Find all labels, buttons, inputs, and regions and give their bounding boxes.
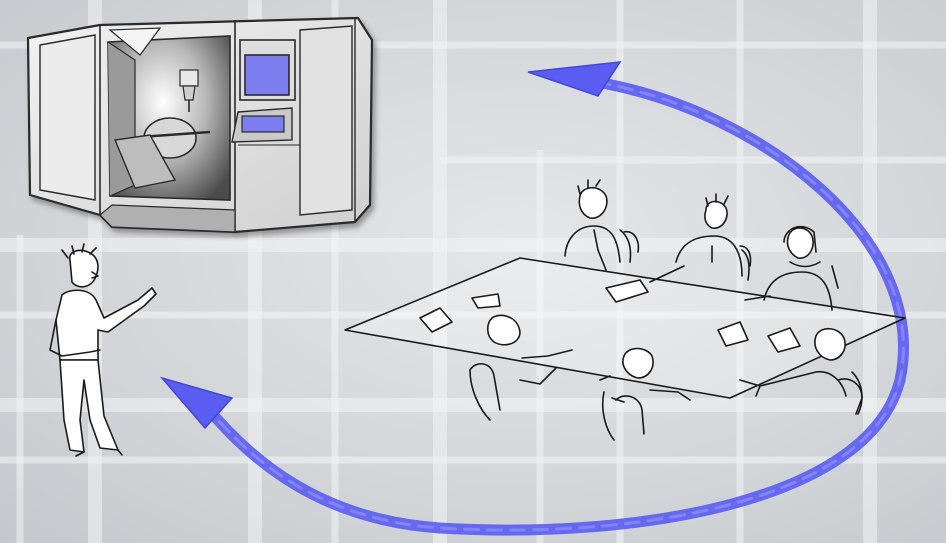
presenter-figure	[50, 244, 156, 456]
cnc-machine-icon	[28, 18, 372, 232]
machine-screen-icon	[245, 55, 289, 95]
arrow-head-top-icon	[528, 62, 620, 96]
machine-keypad-icon	[242, 116, 284, 132]
